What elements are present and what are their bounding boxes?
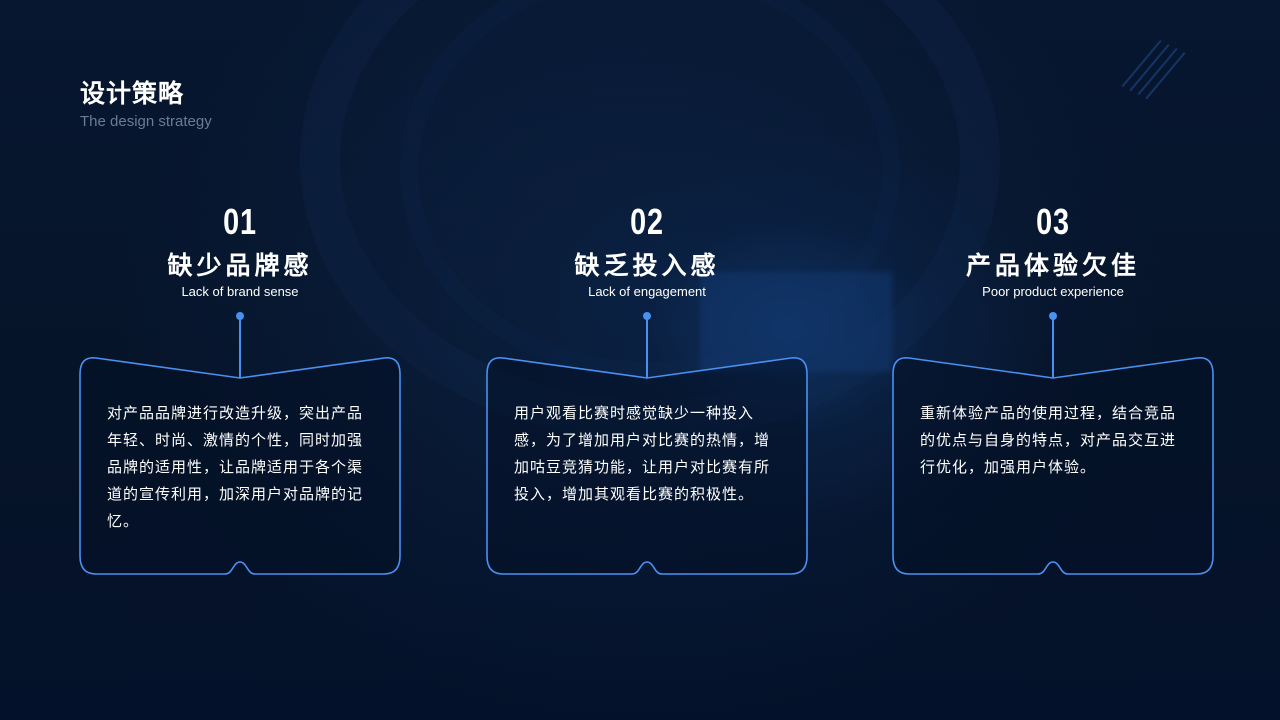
card-frame-icon (486, 357, 808, 575)
page-heading: 设计策略 The design strategy (80, 78, 212, 130)
strategy-card: 重新体验产品的使用过程，结合竞品的优点与自身的特点，对产品交互进行优化，加强用户… (892, 356, 1214, 576)
strategy-card: 对产品品牌进行改造升级，突出产品年轻、时尚、激情的个性，同时加强品牌的适用性，让… (79, 356, 401, 576)
strategy-description: 重新体验产品的使用过程，结合竞品的优点与自身的特点，对产品交互进行优化，加强用户… (920, 404, 1177, 476)
strategy-number: 03 (1036, 201, 1070, 242)
page-subtitle: The design strategy (80, 113, 212, 130)
strategy-number: 01 (223, 201, 257, 242)
strategy-subtitle: Lack of engagement (588, 284, 706, 299)
strategy-description: 对产品品牌进行改造升级，突出产品年轻、时尚、激情的个性，同时加强品牌的适用性，让… (107, 404, 364, 530)
connector-dot-icon (643, 312, 651, 320)
card-frame-icon (79, 357, 401, 575)
connector-line (239, 318, 241, 378)
strategy-column-1: 01 缺少品牌感 Lack of brand sense 对产品品牌进行改造升级… (79, 200, 401, 575)
connector-dot-icon (236, 312, 244, 320)
strategy-subtitle: Lack of brand sense (181, 284, 299, 299)
strategy-column-2: 02 缺乏投入感 Lack of engagement 用户观看比赛时感觉缺少一… (486, 200, 808, 575)
strategy-column-3: 03 产品体验欠佳 Poor product experience 重新体验产品… (892, 200, 1214, 575)
page-title: 设计策略 (80, 79, 185, 108)
strategy-title: 产品体验欠佳 (965, 251, 1140, 280)
strategy-number: 02 (630, 201, 664, 242)
connector-dot-icon (1049, 312, 1057, 320)
strategy-subtitle: Poor product experience (982, 284, 1124, 299)
strategy-title: 缺乏投入感 (574, 251, 720, 280)
card-frame-icon (892, 357, 1214, 575)
background-decor-lines (1100, 40, 1186, 120)
background-screen-glow (700, 272, 892, 372)
connector-line (1052, 318, 1054, 378)
connector-line (646, 318, 648, 378)
strategy-description: 用户观看比赛时感觉缺少一种投入感，为了增加用户对比赛的热情，增加咕豆竞猜功能，让… (514, 404, 771, 503)
strategy-title: 缺少品牌感 (167, 251, 313, 280)
strategy-card: 用户观看比赛时感觉缺少一种投入感，为了增加用户对比赛的热情，增加咕豆竞猜功能，让… (486, 356, 808, 576)
